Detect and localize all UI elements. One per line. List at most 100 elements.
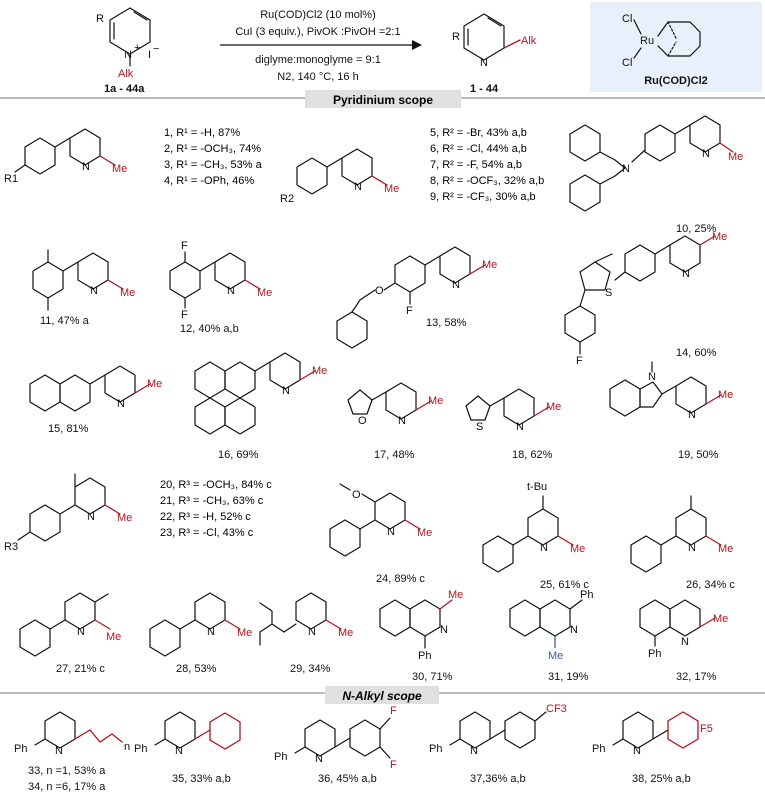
atom-me: Me: [338, 627, 353, 639]
atom-me: Me: [712, 231, 727, 243]
atom-me: Me: [106, 631, 121, 643]
compound-label: 15, 81%: [48, 423, 89, 435]
atom-n: N: [90, 285, 98, 297]
compound-27: N Me: [19, 592, 121, 657]
compound-label: 10, 25%: [676, 223, 717, 235]
atom-n: N: [398, 415, 406, 427]
compound-label: 26, 34% c: [686, 579, 735, 591]
product-label: 1 - 44: [470, 83, 499, 95]
catalyst-name: Ru(COD)Cl2: [644, 75, 708, 87]
compound-label: 19, 50%: [678, 449, 719, 461]
compound-5-9: N Me R2: [280, 148, 399, 205]
condition-solvent: diglyme:monoglyme = 9:1: [255, 54, 381, 66]
atom-n: N: [622, 163, 630, 175]
compound-29: N Me: [259, 592, 353, 646]
atom-f: F: [181, 240, 188, 252]
atom-me: Me: [312, 365, 327, 377]
compound-label: 24, 89% c: [376, 573, 425, 585]
atom-r3: R3: [4, 541, 18, 553]
atom-f: F: [181, 309, 188, 321]
atom-me: Me: [117, 512, 132, 524]
atom-s: S: [605, 287, 612, 299]
condition-atmosphere: N2, 140 °C, 16 h: [277, 71, 358, 83]
atom-n: N: [315, 753, 323, 765]
list-item: 3, R¹ = -CH₃, 53% a: [164, 159, 263, 171]
compound-37: Ph N CF3: [429, 703, 567, 757]
compound-10: N N Me: [569, 115, 743, 212]
compound-28: N Me: [149, 592, 252, 657]
compound-16: N Me: [194, 352, 327, 435]
atom-me: Me: [147, 378, 162, 390]
atom-ph: Ph: [274, 751, 287, 763]
atom-n: N: [354, 181, 362, 193]
product-structure: R N Alk 1 - 44: [452, 13, 537, 95]
compound-20-23: R3 N Me: [4, 473, 132, 553]
atom-f: F: [576, 355, 583, 367]
atom-me: Me: [257, 287, 272, 299]
atom-f: F: [390, 705, 397, 717]
atom-s: S: [476, 421, 483, 433]
compound-label: 27, 21% c: [56, 663, 105, 675]
atom-f: F: [406, 305, 413, 317]
atom-me: Me: [718, 543, 733, 555]
compound-label: 11, 47% a: [40, 315, 90, 327]
atom-cf3: CF3: [546, 703, 567, 715]
reactant-n: N: [124, 49, 132, 61]
compound-label: 13, 58%: [426, 317, 467, 329]
compound-label: 18, 62%: [512, 449, 553, 461]
atom-n: N: [387, 526, 395, 538]
compound-label: 36, 45% a,b: [318, 773, 377, 785]
atom-me: Me: [428, 395, 443, 407]
atom-me: Me: [728, 151, 743, 163]
atom-n: N: [227, 285, 235, 297]
atom-me: Me: [548, 650, 563, 662]
list-item: 22, R³ = -H, 52% c: [160, 511, 251, 523]
compound-label: 35, 33% a,b: [172, 773, 231, 785]
product-r: R: [452, 31, 460, 43]
atom-n: N: [470, 745, 478, 757]
arrow-head: [412, 40, 422, 50]
catalyst-cl-bottom: Cl: [622, 57, 632, 69]
substituent-list-20-23: 20, R³ = -OCH₃, 84% c 21, R³ = -CH₃, 63%…: [160, 479, 272, 539]
atom-ph: Ph: [648, 648, 661, 660]
atom-ph: Ph: [418, 650, 431, 662]
catalyst-cl-top: Cl: [622, 13, 632, 25]
compound-label: 17, 48%: [374, 449, 415, 461]
reactant-plus: +: [134, 42, 140, 54]
atom-n: N: [82, 161, 90, 173]
atom-ph: Ph: [134, 743, 147, 755]
atom-n: N: [117, 398, 125, 410]
list-item: 2, R¹ = -OCH₃, 74%: [164, 143, 261, 155]
repeat-n: n: [124, 741, 130, 753]
atom-n: N: [682, 268, 690, 280]
compound-31: Ph N Me: [509, 589, 593, 662]
compound-32: Me N Ph: [639, 599, 728, 660]
list-item: 1, R¹ = -H, 87%: [164, 127, 240, 139]
atom-tbu: t-Bu: [527, 481, 547, 493]
atom-n: N: [282, 385, 290, 397]
compound-35: Ph N: [134, 711, 241, 757]
atom-me: Me: [112, 163, 127, 175]
compound-label: 25, 61% c: [540, 579, 589, 591]
list-item: 20, R³ = -OCH₃, 84% c: [160, 479, 272, 491]
substituent-list-1-4: 1, R¹ = -H, 87% 2, R¹ = -OCH₃, 74% 3, R¹…: [164, 127, 263, 187]
atom-n: N: [55, 745, 63, 757]
atom-n: N: [87, 511, 95, 523]
reactant-label: 1a - 44a: [104, 83, 145, 95]
atom-n: N: [688, 542, 696, 554]
reactant-iodide: I: [148, 49, 151, 61]
atom-f: F: [390, 759, 397, 771]
atom-n: N: [681, 636, 689, 648]
compound-label: 31, 19%: [548, 671, 589, 683]
compound-label: 14, 60%: [676, 347, 717, 359]
atom-o: O: [358, 415, 367, 427]
compound-label: 37,36% a,b: [470, 773, 526, 785]
compound-38: Ph N F5: [592, 711, 713, 757]
atom-me: Me: [482, 259, 497, 271]
compound-label: 32, 17%: [676, 671, 717, 683]
atom-me: Me: [120, 287, 135, 299]
compound-11: N Me: [32, 249, 135, 311]
reaction-header: R N + Alk I − 1a - 44a Ru(COD)Cl2 (10 mo…: [96, 2, 762, 95]
compound-33-34: Ph N n: [14, 711, 130, 757]
